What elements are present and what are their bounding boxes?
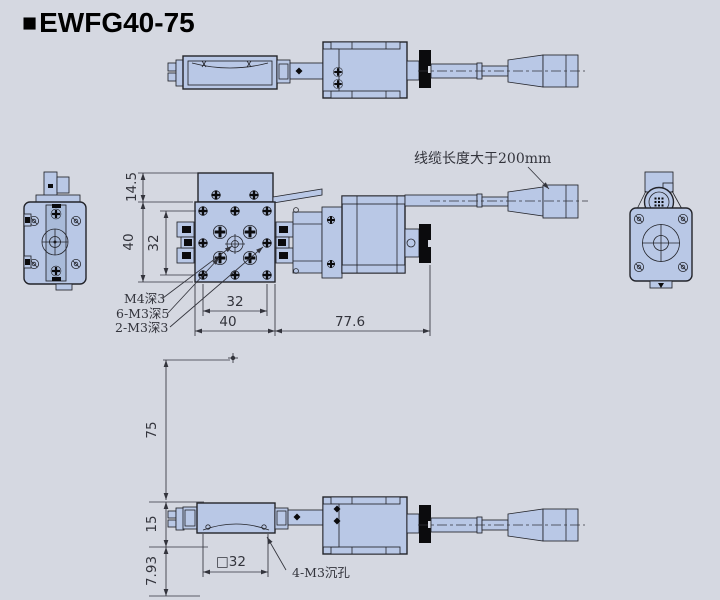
plate-screw-icon [261, 205, 273, 217]
platform-screw-icon [248, 189, 260, 201]
dimension-annotations: 14.5 40 32 32 40 77.6 M4深3 6-M3深5 2-M3深3… [115, 151, 551, 597]
dim-platform-height: 14.5 [124, 172, 140, 202]
knob [419, 505, 431, 543]
knob [419, 224, 431, 263]
plate-screw-icon [261, 237, 273, 249]
label-m4-hole: M4深3 [124, 291, 165, 306]
dim-plate-hole-span-h: 32 [226, 294, 243, 310]
plate-screw-icon [197, 237, 209, 249]
label-6m3-hole: 6-M3深5 [116, 306, 169, 321]
left-side-view [23, 171, 87, 291]
dim-plate-height: 40 [121, 233, 137, 250]
plate-screw-icon [229, 269, 241, 281]
top-view [167, 41, 585, 99]
motor-screw-icon [333, 67, 343, 77]
carriage-screw-icon [50, 265, 62, 277]
carriage-screw-icon [50, 208, 62, 220]
front-view [176, 172, 588, 283]
knob [419, 50, 431, 88]
dim-travel: 75 [144, 421, 160, 438]
title-text: EWFG40-75 [39, 7, 195, 38]
motor-screw-icon [333, 79, 343, 89]
title-bullet-icon: ■ [22, 8, 38, 37]
plate-screw-icon [261, 269, 273, 281]
page-title: ■ EWFG40-75 [22, 7, 195, 39]
label-4m3-hole: 4-M3沉孔 [292, 565, 350, 580]
cable-note: 线缆长度大于200mm [414, 151, 551, 167]
plate-screw-icon [229, 205, 241, 217]
m3-hole-icon [242, 224, 258, 240]
bottom-view [167, 496, 585, 555]
dim-square-pattern: □32 [216, 554, 246, 570]
flange-screw-icon [326, 259, 336, 269]
m3-hole-icon [212, 224, 228, 240]
dim-body-length: 77.6 [335, 314, 365, 330]
dim-base-underside: 7.93 [144, 556, 160, 586]
connector-pins-icon [654, 197, 664, 207]
right-side-view [629, 171, 693, 289]
dim-plate-width: 40 [219, 314, 236, 330]
flange-screw-icon [326, 215, 336, 225]
label-2m3-hole: 2-M3深3 [115, 320, 168, 335]
platform-screw-icon [210, 189, 222, 201]
dim-base-height: 15 [144, 515, 160, 532]
plate-screw-icon [197, 205, 209, 217]
dim-plate-hole-span-v: 32 [146, 234, 162, 251]
